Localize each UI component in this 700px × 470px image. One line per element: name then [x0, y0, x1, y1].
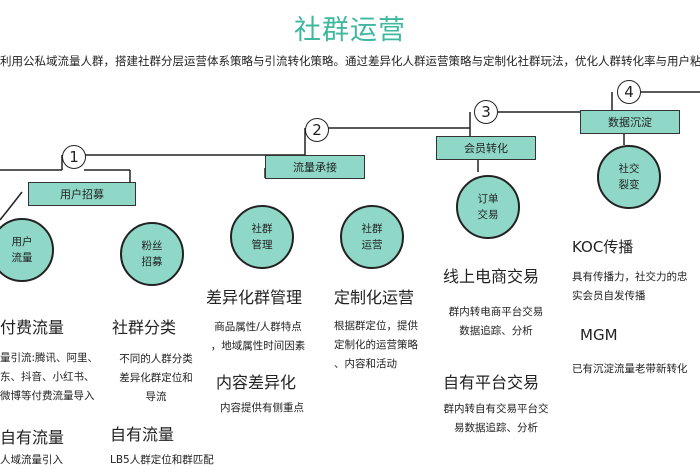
page-title: 社群运营 [294, 15, 406, 46]
step-number-3: 3 [474, 100, 498, 124]
heading-own-platform: 自有平台交易 [443, 373, 540, 392]
circle-order-trade: 订单 交易 [456, 175, 520, 239]
text-lbs-match: LB5人群定位和群匹配 [110, 454, 214, 466]
text-mgm: 已有沉淀流量老带新转化 [572, 363, 688, 375]
circle-community-ops: 社群 运营 [340, 205, 404, 269]
circle-user-traffic: 用户 流量 [0, 218, 54, 282]
heading-paid-traffic: 付费流量 [0, 318, 65, 337]
text-diff-management: 商品属性/人群特点 ，地域属性时间因素 [210, 321, 306, 352]
circle-fan-recruit: 粉丝 招募 [120, 222, 184, 286]
text-community-category: 不同的人群分类 差异化群定位和 导流 [119, 353, 193, 403]
text-custom-ops: 根据群定位，提供 定制化的运营策略 、内容和活动 [334, 320, 418, 370]
step-label-data: 数据沉淀 [580, 110, 680, 134]
heading-own-traffic: 自有流量 [0, 428, 65, 447]
step-number-4: 4 [617, 80, 641, 104]
text-online-ecommerce: 群内转电商平台交易 数据追踪、分析 [448, 306, 544, 337]
circle-social-fission: 社交 裂变 [597, 145, 661, 209]
heading-diff-management: 差异化群管理 [206, 288, 303, 307]
heading-mgm: MGM [580, 326, 618, 344]
step-number-2: 2 [305, 118, 329, 142]
step-label-user-recruit: 用户招募 [28, 182, 136, 206]
heading-own-traffic-2: 自有流量 [110, 425, 175, 444]
step-label-traffic: 流量承接 [265, 155, 365, 179]
heading-community-category: 社群分类 [112, 318, 177, 337]
text-paid-traffic: 量引流:腾讯、阿里、 东、抖音、小红书、 微博等付费流量导入 [0, 352, 99, 402]
intro-text: 利用公私域流量人群，搭建社群分层运营体系策略与引流转化策略。通过差异化人群运营策… [0, 54, 700, 68]
step-label-member: 会员转化 [436, 136, 536, 160]
text-own-platform: 群内转自有交易平台交 易数据追踪、分析 [443, 403, 549, 434]
text-own-traffic: 人域流量引入 [0, 454, 63, 466]
circle-community-manage: 社群 管理 [230, 205, 294, 269]
connector-line [0, 191, 23, 221]
text-content-diff: 内容提供有侧重点 [220, 402, 304, 414]
heading-content-diff: 内容差异化 [216, 373, 297, 392]
step-number-1: 1 [62, 145, 86, 169]
text-koc: 具有传播力，社交力的忠 实会员自发传播 [572, 271, 688, 302]
heading-custom-ops: 定制化运营 [334, 288, 415, 307]
heading-koc: KOC传播 [572, 238, 634, 256]
heading-online-ecommerce: 线上电商交易 [443, 267, 540, 286]
